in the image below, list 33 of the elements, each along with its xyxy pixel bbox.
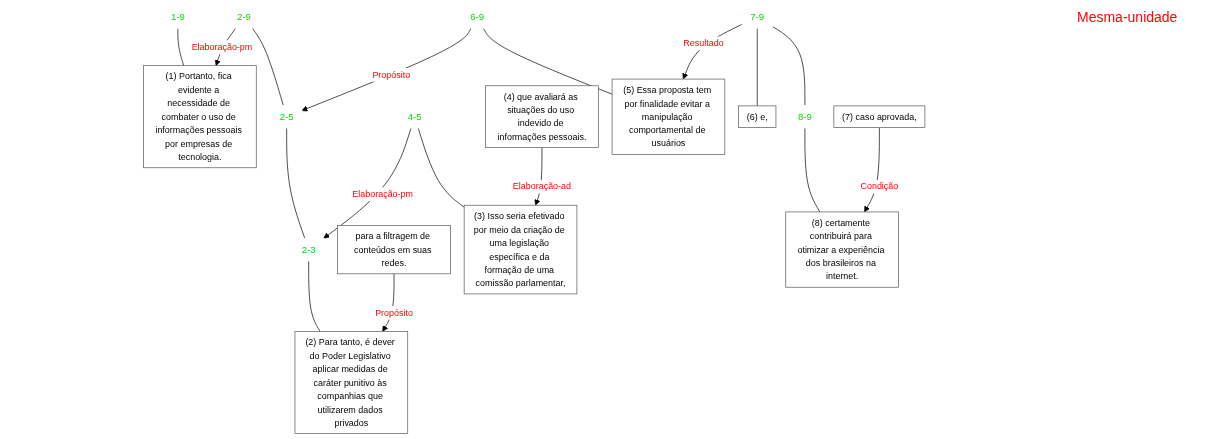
connector [252,27,284,106]
edge-label: Elaboração-ad [513,181,572,192]
edge-label: Elaboração-pm [191,41,253,52]
node-box: (8) certamente contribuirá para otimizar a experiência dos brasileiros na internet. [785,211,900,288]
node-box: para a filtragem de conteúdos em suas redes. [337,225,452,275]
node-text: 4-5 [407,110,422,122]
node-text: 7-9 [750,11,765,22]
edge-label: Condição [860,181,899,192]
node-text: 8-9 [798,110,813,122]
edge-label: Propósito [372,69,411,80]
node-box: (1) Portanto, fica evidente a necessidade de combater o uso de informações pessoais por empresas de tecnologia. [143,65,257,169]
edge-label: Resultado [683,37,724,49]
relation-label: Mesma-unidade [1077,9,1178,25]
node-box: (5) Essa proposta tem por finalidade evitar a manipulação comportamental de usuários [612,78,726,155]
connector [418,127,465,208]
node-box: (2) Para tanto, é dever do Poder Legislativo aplicar medidas de caráter punitivo às companhias que utilizarem dados privados [294,331,409,434]
connector [772,26,806,106]
node-text: 1-9 [171,11,186,22]
node-box: (3) Isso seria efetivado por meio da criação de uma legislação específica e da formação de uma comissão parlamentar, [464,204,578,295]
connector [308,260,321,332]
node-box: (7) caso aprovada, [833,105,926,128]
node-text: 2-5 [280,110,294,122]
connector [483,27,613,95]
node-text: 2-9 [237,11,252,22]
node-text: 2-3 [302,243,316,255]
connector [177,27,185,66]
node-box: (6) e, [738,105,777,128]
edge-label: Propósito [375,307,414,318]
edge-label: Elaboração-pm [352,188,414,199]
connector [286,127,306,239]
node-text: 6-9 [470,11,485,22]
node-box: (4) que avaliará as situações do uso indevido de informações pessoais. [485,85,599,148]
connector [804,127,821,213]
